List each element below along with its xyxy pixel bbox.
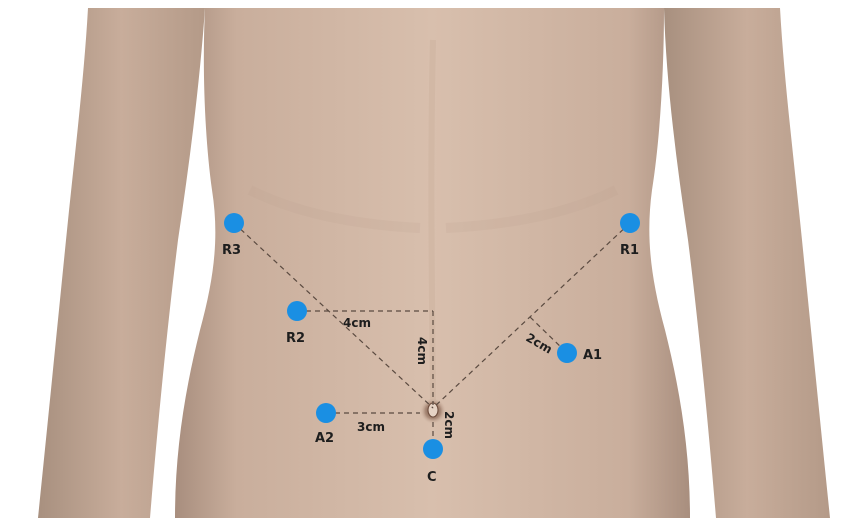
port-a2-label: A2 — [315, 431, 334, 446]
port-a1-marker — [557, 343, 577, 363]
port-r3-label: R3 — [222, 243, 241, 258]
port-r1-label: R1 — [620, 243, 639, 258]
dim-a2-horizontal-label: 3cm — [357, 420, 385, 434]
dim-c-vertical-label: 2cm — [442, 411, 456, 439]
port-a2-marker — [316, 403, 336, 423]
ab-shading — [431, 40, 433, 400]
port-r3-marker — [224, 213, 244, 233]
dim-r2-horizontal-label: 4cm — [343, 316, 371, 330]
port-r2-label: R2 — [286, 331, 305, 346]
port-a1-label: A1 — [583, 348, 602, 363]
port-r2-marker — [287, 301, 307, 321]
dim-r2-vertical-label: 4cm — [415, 337, 429, 365]
port-c-label: C — [427, 470, 437, 485]
port-r1-marker — [620, 213, 640, 233]
port-c-marker — [423, 439, 443, 459]
